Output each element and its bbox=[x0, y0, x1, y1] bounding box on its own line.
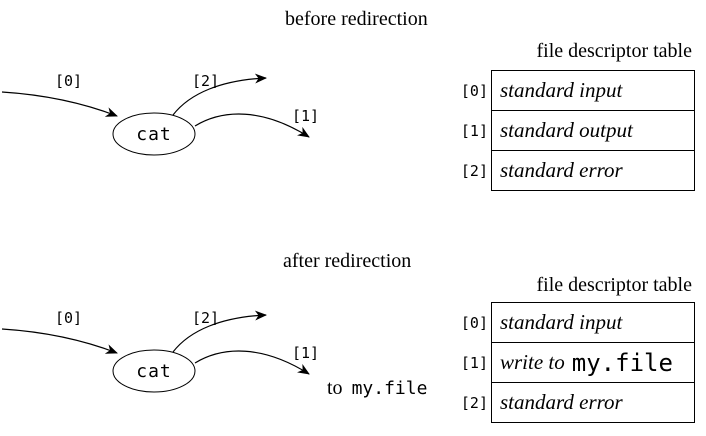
process-node bbox=[112, 349, 196, 393]
fd-entry-text: standard output bbox=[500, 118, 633, 142]
fd0-arrow-label: [0] bbox=[55, 72, 82, 90]
fd-index-label: [1] bbox=[460, 121, 488, 140]
process-label: cat bbox=[136, 361, 172, 382]
section-title-after: after redirection bbox=[283, 250, 412, 272]
fd1-redirected-arrow bbox=[194, 350, 310, 375]
fd-entry-filename: my.file bbox=[571, 348, 673, 377]
fd2-arrow-label: [2] bbox=[192, 72, 219, 90]
fd-entry-cell: standard output bbox=[491, 110, 695, 151]
fd-entry-cell: standard input bbox=[491, 70, 695, 111]
fd-entry-text: standard input bbox=[500, 78, 623, 102]
fd-entry-cell: standard input bbox=[491, 302, 695, 343]
fd2-arrow-label: [2] bbox=[192, 309, 219, 327]
process-diagram-after: [0] [2] [1] cat bbox=[1, 309, 319, 393]
process-label: cat bbox=[136, 124, 172, 145]
fd2-stderr-arrow bbox=[172, 310, 267, 353]
fd0-stdin-arrow bbox=[1, 91, 118, 117]
fd0-arrow-label: [0] bbox=[55, 309, 82, 327]
redirect-target-note: to my.file bbox=[327, 377, 427, 400]
redirect-note-prefix: to bbox=[327, 377, 343, 399]
fd-entry-cell: standard error bbox=[491, 382, 695, 423]
fd2-stderr-arrow bbox=[172, 73, 267, 116]
fd-index-label: [0] bbox=[460, 81, 488, 100]
fd1-arrow-label: [1] bbox=[292, 344, 319, 362]
table-row: [0] standard input bbox=[455, 302, 695, 343]
fd-table-title-before: file descriptor table bbox=[536, 40, 693, 62]
fd-entry-text: write to bbox=[500, 350, 565, 374]
fd-entry-text: standard error bbox=[500, 158, 623, 182]
fd-index-label: [2] bbox=[460, 161, 488, 180]
fd-table-before: [0] standard input [1] standard output [… bbox=[455, 70, 695, 191]
table-row: [1] standard output bbox=[455, 110, 695, 151]
redirect-note-filename: my.file bbox=[351, 378, 428, 399]
table-row: [0] standard input bbox=[455, 70, 695, 111]
section-title-before: before redirection bbox=[285, 8, 428, 30]
fd-entry-cell: standard error bbox=[491, 150, 695, 191]
fd1-stdout-arrow bbox=[194, 113, 310, 138]
fd0-stdin-arrow bbox=[1, 328, 118, 354]
table-row: [1] write to my.file bbox=[455, 342, 695, 383]
fd-table-after: [0] standard input [1] write to my.file … bbox=[455, 302, 695, 423]
fd-index-label: [2] bbox=[460, 393, 488, 412]
process-diagram-before: [0] [2] [1] cat bbox=[1, 72, 319, 156]
fd-entry-text: standard input bbox=[500, 310, 623, 334]
fd-index-label: [1] bbox=[460, 353, 488, 372]
fd-index-label: [0] bbox=[460, 313, 488, 332]
table-row: [2] standard error bbox=[455, 382, 695, 423]
fd-entry-cell: write to my.file bbox=[491, 342, 695, 383]
fd-table-title-after: file descriptor table bbox=[536, 274, 693, 296]
fd-entry-text: standard error bbox=[500, 390, 623, 414]
process-node bbox=[112, 112, 196, 156]
fd1-arrow-label: [1] bbox=[292, 107, 319, 125]
table-row: [2] standard error bbox=[455, 150, 695, 191]
